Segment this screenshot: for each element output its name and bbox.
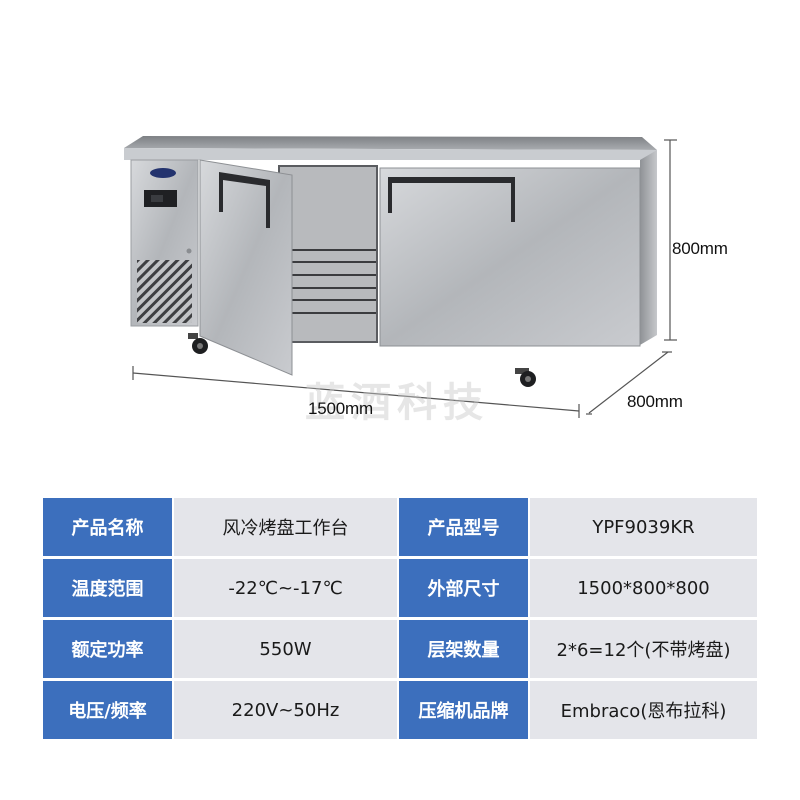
open-door bbox=[199, 159, 293, 376]
vent-grille bbox=[137, 260, 192, 323]
spec-value: YPF9039KR bbox=[530, 498, 757, 556]
spec-label: 外部尺寸 bbox=[399, 559, 528, 617]
lock-icon bbox=[186, 248, 192, 254]
spec-label: 层架数量 bbox=[399, 620, 528, 678]
door-handle bbox=[219, 172, 270, 228]
spec-value: 550W bbox=[174, 620, 397, 678]
countertop bbox=[124, 136, 657, 150]
spec-label: 产品名称 bbox=[43, 498, 172, 556]
caster-wheel bbox=[188, 333, 208, 354]
spec-value: 2*6=12个(不带烤盘) bbox=[530, 620, 757, 678]
spec-label: 额定功率 bbox=[43, 620, 172, 678]
spec-label: 压缩机品牌 bbox=[399, 681, 528, 739]
depth-dimension-label: 800mm bbox=[627, 392, 683, 411]
dimension-lines bbox=[132, 139, 677, 418]
freezer-worktable-illustration bbox=[124, 136, 677, 418]
door-handle bbox=[388, 177, 515, 222]
spec-label: 温度范围 bbox=[43, 559, 172, 617]
height-dimension-label: 800mm bbox=[672, 239, 728, 258]
spec-value: -22℃~-17℃ bbox=[174, 559, 397, 617]
spec-value: 220V~50Hz bbox=[174, 681, 397, 739]
spec-value: 风冷烤盘工作台 bbox=[174, 498, 397, 556]
spec-label: 产品型号 bbox=[399, 498, 528, 556]
spec-table: 产品名称 风冷烤盘工作台 产品型号 YPF9039KR 温度范围 -22℃~-1… bbox=[43, 498, 757, 739]
brand-logo-badge bbox=[150, 168, 176, 178]
spec-value: Embraco(恩布拉科) bbox=[530, 681, 757, 739]
spec-label: 电压/频率 bbox=[43, 681, 172, 739]
closed-door bbox=[379, 167, 641, 347]
spec-value: 1500*800*800 bbox=[530, 559, 757, 617]
watermark: 蓝酒科技 bbox=[305, 380, 489, 426]
width-dimension-label: 1500mm bbox=[308, 399, 373, 418]
product-image-area: 蓝酒科技 800mm 800mm 1500mm bbox=[124, 136, 728, 426]
caster-wheel bbox=[515, 368, 536, 387]
